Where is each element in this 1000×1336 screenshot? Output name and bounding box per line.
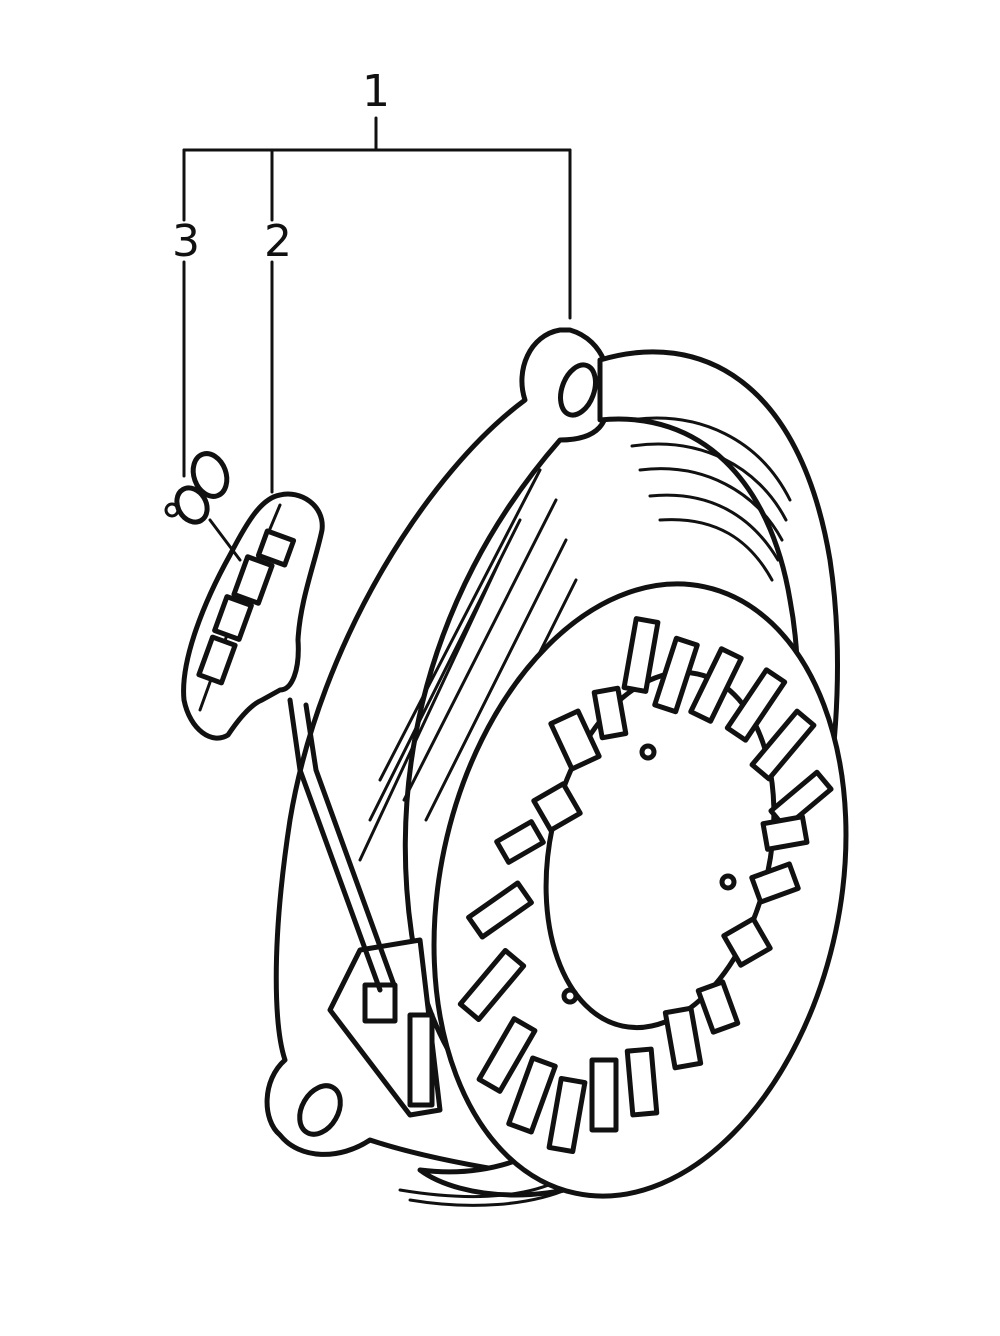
mount-hole-lower [297,1083,343,1137]
callout-leaders [182,116,572,494]
face-fins [457,616,834,1155]
callout-2: 2 [264,216,292,267]
recoil-starter-icon [264,327,849,1207]
starter-grip-icon [181,491,325,741]
callout-1: 1 [362,66,390,117]
mount-hole-upper [558,362,598,418]
face-hole-2 [719,873,737,891]
callout-3: 3 [172,216,200,267]
drum-ribs [398,416,792,1207]
starter-rope [287,697,397,993]
rope-knot-icon [164,451,242,562]
guide-fin [407,1012,435,1108]
rope-line-edge [303,702,397,988]
face-hole-1 [639,743,657,761]
rope-line [287,697,383,993]
face-hole-3 [561,987,579,1005]
